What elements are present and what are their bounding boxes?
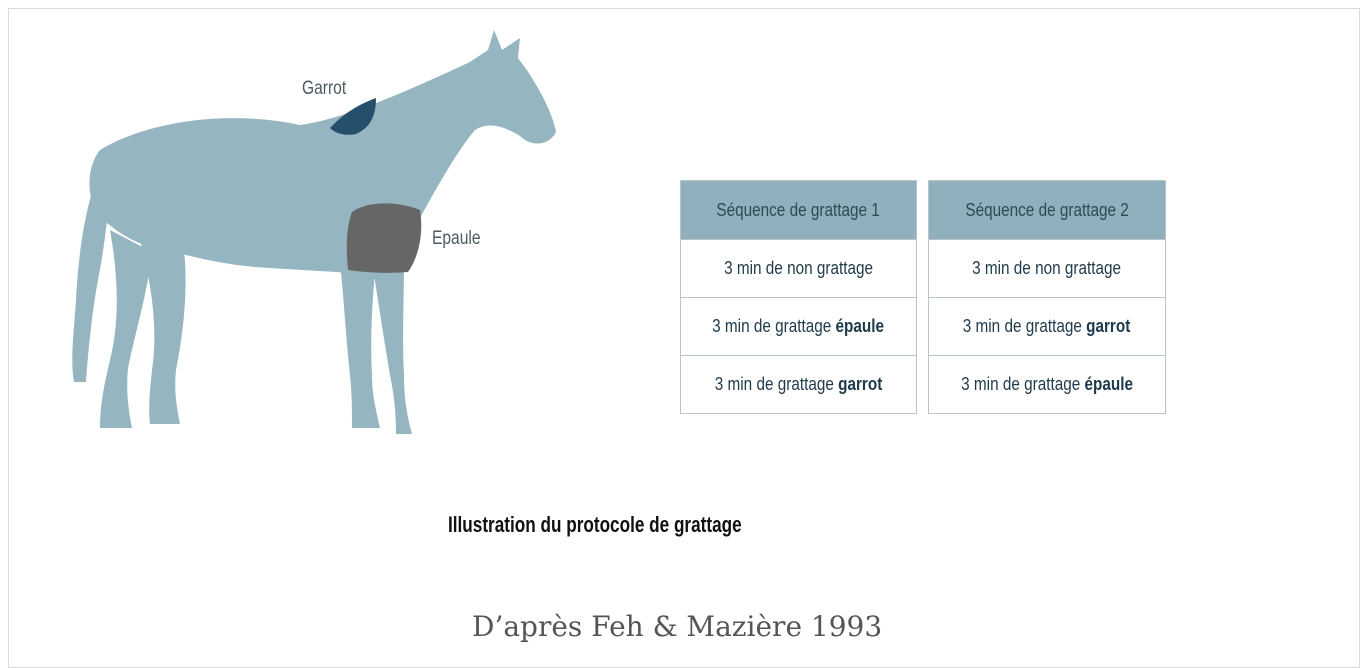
table-cell: 3 min de grattage garrot bbox=[680, 355, 917, 414]
figure-caption: Illustration du protocole de grattage bbox=[448, 512, 742, 537]
horse-tail bbox=[72, 175, 110, 382]
garrot-region bbox=[330, 98, 376, 135]
figure-credit: D’après Feh & Mazière 1993 bbox=[472, 610, 883, 643]
table-cell: 3 min de grattage épaule bbox=[680, 297, 917, 356]
horse-front-leg-2 bbox=[372, 262, 412, 434]
table-cell: 3 min de grattage garrot bbox=[928, 297, 1166, 356]
horse-illustration bbox=[72, 30, 556, 434]
horse-hind-leg-2 bbox=[140, 240, 186, 424]
garrot-label: Garrot bbox=[302, 78, 347, 99]
horse-body bbox=[89, 30, 556, 275]
table-cell: 3 min de non grattage bbox=[928, 239, 1166, 298]
epaule-label: Epaule bbox=[432, 228, 481, 249]
table-cell: 3 min de non grattage bbox=[680, 239, 917, 298]
table-header: Séquence de grattage 2 bbox=[928, 180, 1166, 240]
horse-front-leg-1 bbox=[340, 262, 380, 428]
table-cell: 3 min de grattage épaule bbox=[928, 355, 1166, 414]
sequence-table-1: Séquence de grattage 1 3 min de non grat… bbox=[680, 180, 917, 414]
table-header: Séquence de grattage 1 bbox=[680, 180, 917, 240]
sequence-table-2: Séquence de grattage 2 3 min de non grat… bbox=[928, 180, 1166, 414]
epaule-region bbox=[346, 203, 422, 273]
horse-hind-leg-1 bbox=[100, 230, 152, 428]
